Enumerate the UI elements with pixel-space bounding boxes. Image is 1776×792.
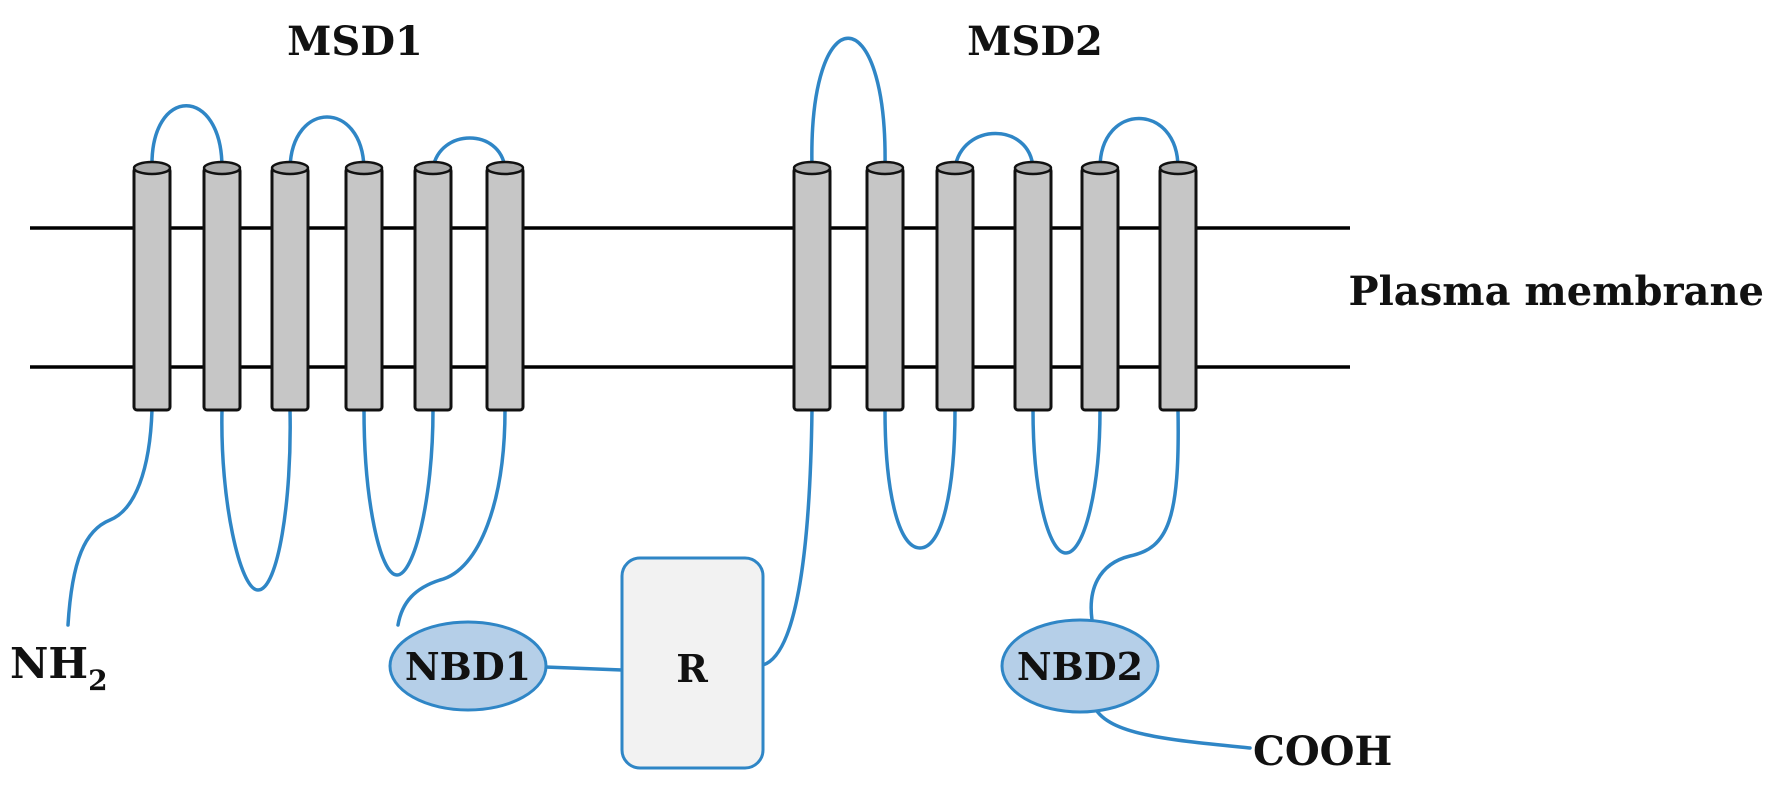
transmembrane-helix <box>344 160 384 412</box>
transmembrane-helix <box>865 160 905 412</box>
nh2-label: NH2 <box>10 639 108 697</box>
msd1-label: MSD1 <box>287 18 423 65</box>
msd1-extracellular-loop-1 <box>150 104 224 170</box>
msd2-extracellular-loop-1 <box>810 36 887 170</box>
n-terminal-tail <box>66 408 154 627</box>
c-terminal-tail <box>1093 706 1252 750</box>
transmembrane-helix <box>1080 160 1120 412</box>
r-to-msd2-linker <box>761 408 814 667</box>
nbd2-domain: NBD2 <box>1000 618 1160 714</box>
r-domain: R <box>620 556 765 770</box>
msd2-intracellular-loop-1 <box>883 408 957 550</box>
transmembrane-helix <box>132 160 172 412</box>
transmembrane-helix <box>792 160 832 412</box>
transmembrane-helix <box>413 160 453 412</box>
transmembrane-helix <box>935 160 975 412</box>
transmembrane-helix <box>1013 160 1053 412</box>
nh2-main: NH <box>10 639 88 688</box>
r-domain-label: R <box>676 646 708 691</box>
msd2-label: MSD2 <box>967 18 1103 65</box>
msd1-intracellular-loop-1 <box>220 408 292 592</box>
msd2-extracellular-loop-3 <box>1098 116 1180 170</box>
msd1-extracellular-loop-2 <box>288 115 366 170</box>
msd2-intracellular-loop-2 <box>1031 408 1102 555</box>
transmembrane-helix <box>485 160 525 412</box>
msd2-helices <box>792 160 1198 412</box>
cooh-label: COOH <box>1253 728 1392 775</box>
nbd1-label: NBD1 <box>405 644 531 689</box>
transmembrane-helix <box>270 160 310 412</box>
transmembrane-helix <box>1158 160 1198 412</box>
msd1-to-nbd1-linker <box>396 408 507 627</box>
msd2-to-nbd2-linker <box>1089 408 1180 622</box>
nbd1-domain: NBD1 <box>388 620 548 712</box>
msd1-intracellular-loop-2 <box>362 408 435 577</box>
loops <box>66 36 1252 750</box>
nbd1-to-r-linker <box>543 665 624 672</box>
nbd2-label: NBD2 <box>1017 644 1143 689</box>
nh2-subscript: 2 <box>88 664 107 697</box>
transmembrane-helix <box>202 160 242 412</box>
msd1-extracellular-loop-3 <box>431 136 507 170</box>
msd1-helices <box>132 160 525 412</box>
plasma-membrane-label: Plasma membrane <box>1349 268 1764 315</box>
msd2-extracellular-loop-2 <box>953 131 1035 170</box>
